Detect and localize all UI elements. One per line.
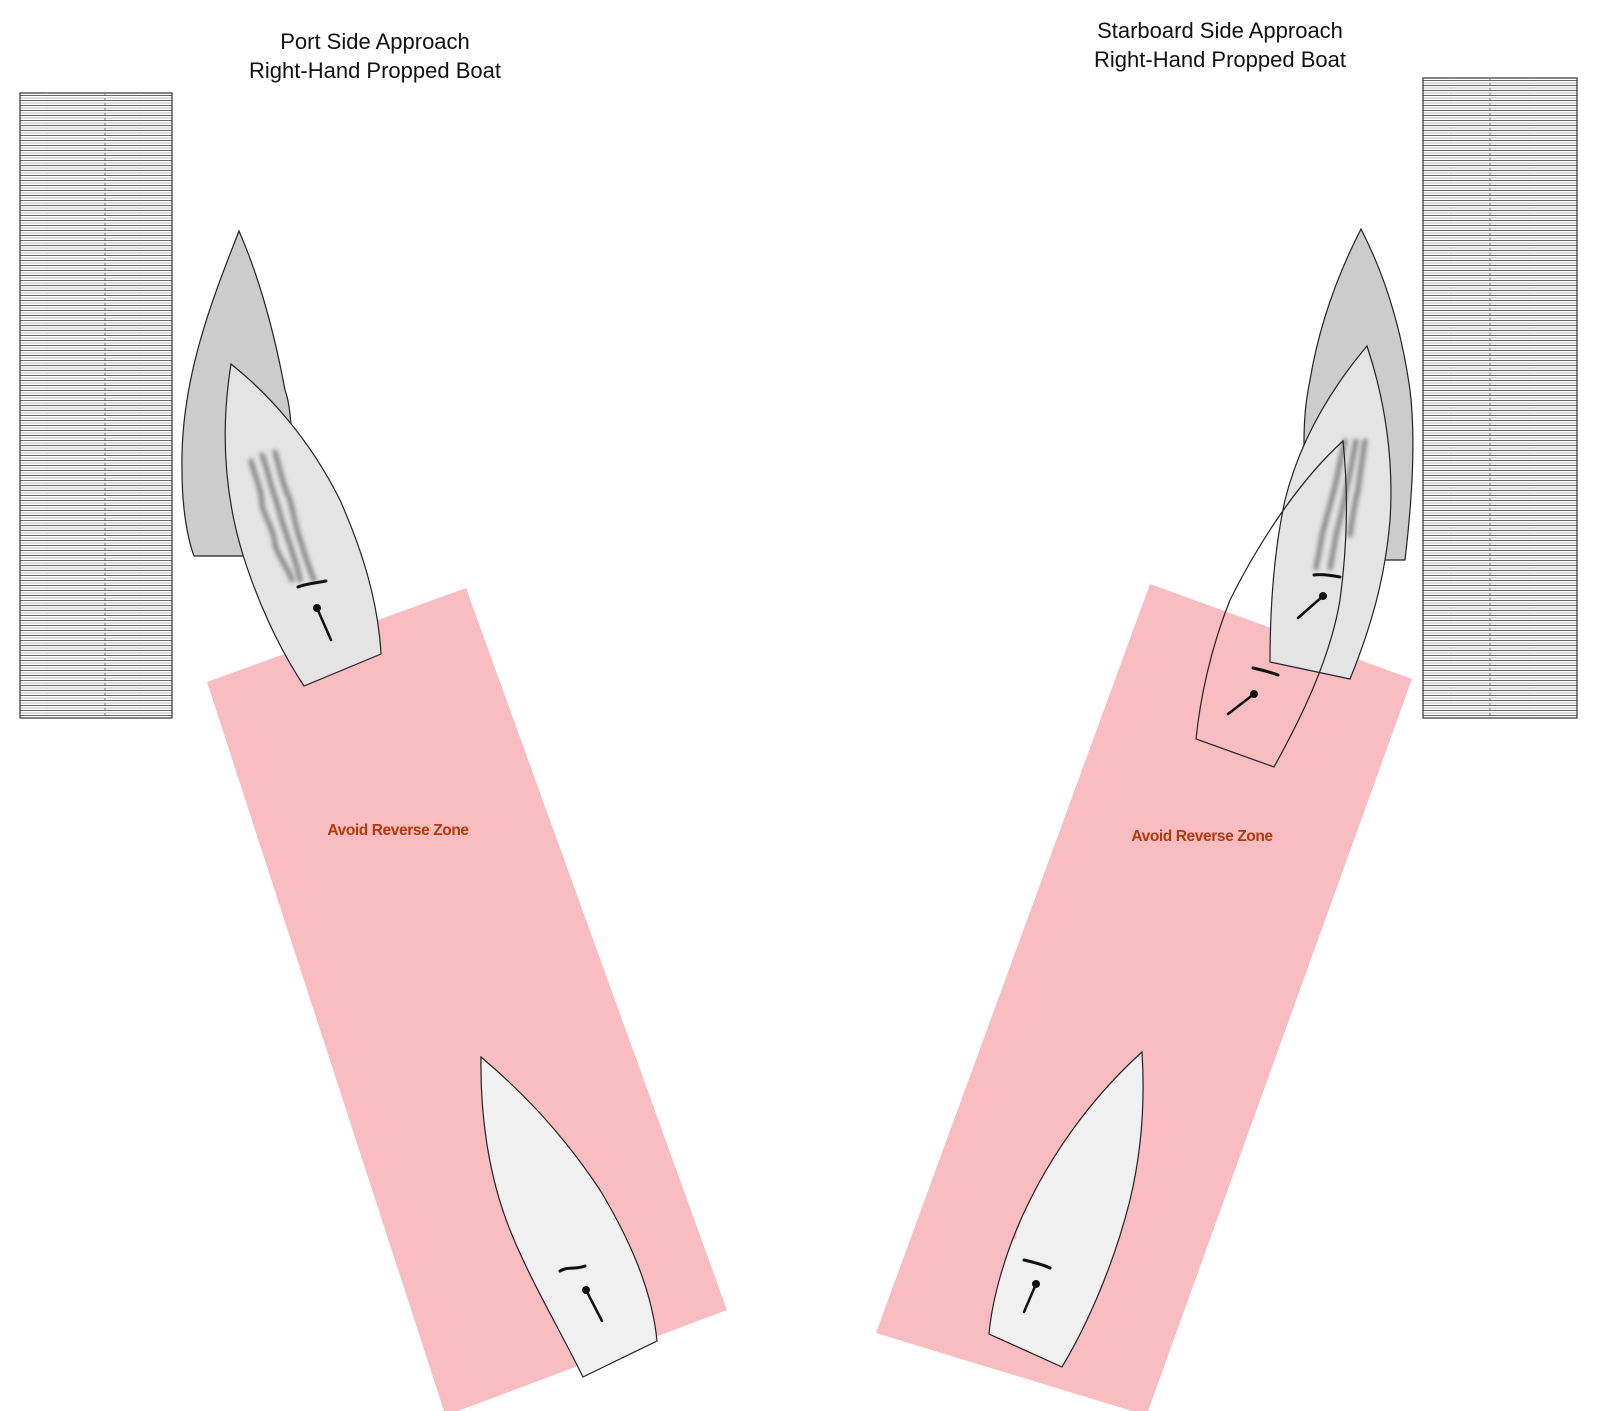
rudder-icon (296, 579, 328, 589)
zone-label: Avoid Reverse Zone (327, 822, 469, 839)
boat-start-approach (988, 1050, 1144, 1368)
tiller-icon (1226, 690, 1258, 716)
dock-icon (19, 92, 173, 719)
rudder-icon (1251, 666, 1280, 677)
title-line-1: Port Side Approach (280, 29, 470, 54)
title-starboard-side-approach: Starboard Side Approach Right-Hand Propp… (1060, 16, 1380, 74)
title-line-2: Right-Hand Propped Boat (249, 58, 501, 83)
boat-mid-turning (224, 362, 382, 687)
prop-wash-icon (1313, 438, 1368, 571)
dock-icon (1422, 77, 1578, 719)
boat-hull-icon (480, 1055, 658, 1378)
boat-hull-icon (224, 362, 382, 687)
tiller-icon (1296, 592, 1327, 620)
rudder-icon (1022, 1258, 1052, 1270)
boat-mid-turning (1269, 344, 1392, 680)
title-line-2: Right-Hand Propped Boat (1094, 47, 1346, 72)
title-line-1: Starboard Side Approach (1097, 18, 1343, 43)
rudder-icon (558, 1264, 587, 1273)
tiller-icon (1022, 1280, 1040, 1314)
boat-hull-icon (1195, 439, 1348, 768)
boat-ghost-outline (1195, 439, 1348, 768)
starboard-side-diagram: Avoid Reverse Zone (876, 77, 1578, 1411)
tiller-icon (313, 604, 333, 642)
rudder-icon (1312, 573, 1342, 579)
avoid-reverse-zone (876, 584, 1412, 1411)
avoid-reverse-zone (207, 588, 727, 1411)
tiller-icon (582, 1286, 604, 1323)
boat-start-approach (480, 1055, 658, 1378)
boat-hull-icon (988, 1050, 1144, 1368)
zone-label: Avoid Reverse Zone (1131, 828, 1273, 845)
prop-wash-icon (248, 449, 317, 583)
port-side-diagram: Avoid Reverse Zone (19, 92, 727, 1411)
title-port-side-approach: Port Side Approach Right-Hand Propped Bo… (215, 27, 535, 85)
